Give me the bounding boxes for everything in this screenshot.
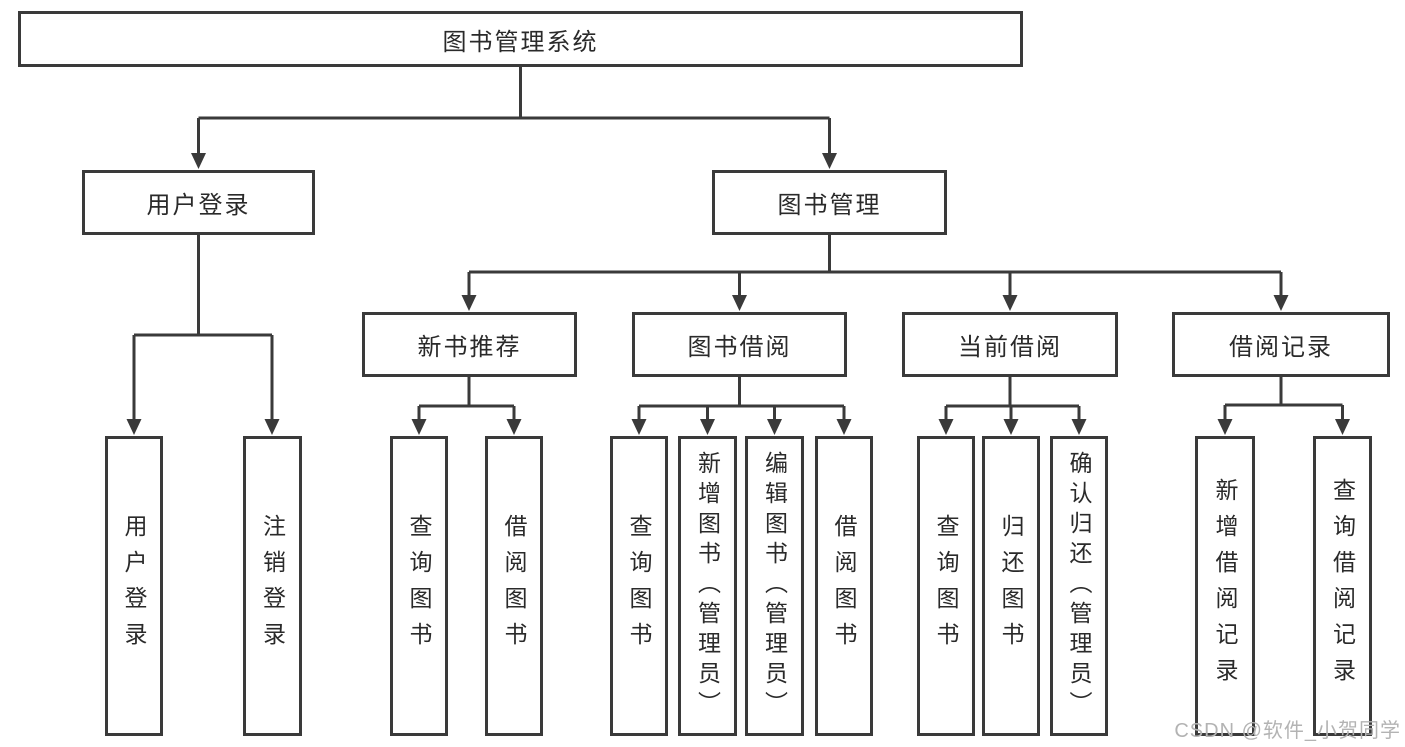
- leaf-confirm-return-admin: 确认归还（管理员）: [1050, 436, 1108, 736]
- leaf-query-borrow-record: 查询借阅记录: [1313, 436, 1372, 736]
- leaf-add-borrow-record: 新增借阅记录: [1195, 436, 1255, 736]
- leaf-user-login: 用户登录: [105, 436, 163, 736]
- node-user-login-branch: 用户登录: [82, 170, 315, 235]
- leaf-add-books-admin: 新增图书（管理员）: [678, 436, 737, 736]
- leaf-query-books-current: 查询图书: [917, 436, 975, 736]
- node-new-book-recommend: 新书推荐: [362, 312, 577, 377]
- node-book-management: 图书管理: [712, 170, 947, 235]
- node-root: 图书管理系统: [18, 11, 1023, 67]
- watermark: CSDN @软件_小贺同学: [1174, 720, 1401, 742]
- leaf-query-books-borrow: 查询图书: [610, 436, 668, 736]
- leaf-query-books-recommend: 查询图书: [390, 436, 448, 736]
- leaf-borrow-books: 借阅图书: [815, 436, 873, 736]
- node-book-borrow: 图书借阅: [632, 312, 847, 377]
- node-borrow-records: 借阅记录: [1172, 312, 1390, 377]
- node-current-borrow: 当前借阅: [902, 312, 1118, 377]
- leaf-borrow-books-recommend: 借阅图书: [485, 436, 543, 736]
- leaf-logout: 注销登录: [243, 436, 302, 736]
- leaf-return-books: 归还图书: [982, 436, 1040, 736]
- leaf-edit-books-admin: 编辑图书（管理员）: [745, 436, 804, 736]
